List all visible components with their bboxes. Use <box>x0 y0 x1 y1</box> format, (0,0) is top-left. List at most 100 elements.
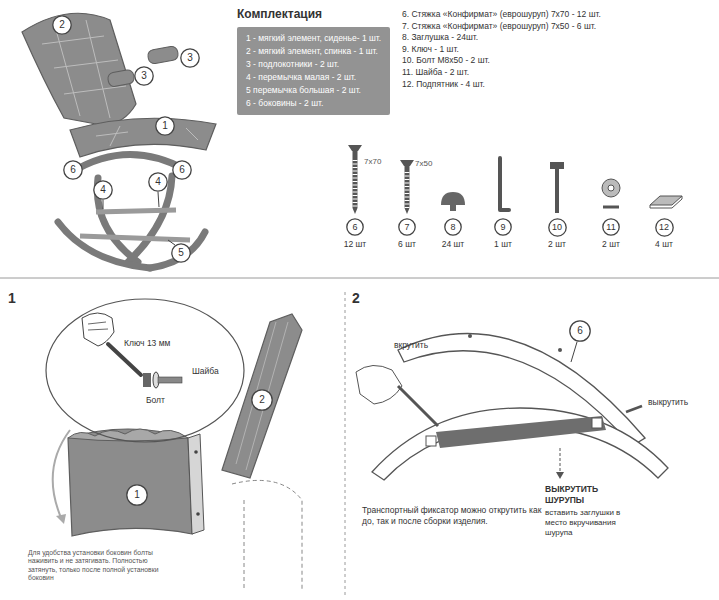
callout-outline <box>603 219 619 235</box>
callout-circle: 7 <box>398 218 416 236</box>
assembly-note: Для удобства установки боковин болты наж… <box>28 549 168 583</box>
callout-number: 4 <box>100 185 106 195</box>
callout-outline <box>399 219 415 235</box>
step2-illustration <box>356 334 668 480</box>
hardware-icons-part <box>353 151 358 208</box>
callout-circle: 4 <box>148 172 168 192</box>
callout-number: 6 <box>179 165 185 175</box>
step2-illustration-part <box>372 408 668 480</box>
callout-outline <box>53 16 71 34</box>
callout-outline <box>570 321 590 341</box>
hardware-icons-part <box>405 166 410 208</box>
step-number: 2 <box>352 290 360 308</box>
callout-outline <box>445 219 461 235</box>
step1-illustration-part <box>68 429 192 536</box>
hardware-icons-part <box>353 160 358 208</box>
hardware-icons-part <box>405 172 410 208</box>
callout-number: 1 <box>162 121 168 131</box>
chair-illustration-part <box>72 154 186 172</box>
step1-illustration <box>53 313 302 590</box>
quantity-label: 24 шт <box>433 239 473 250</box>
part-caption: Шайба <box>192 366 219 376</box>
callout-circle: 1 <box>155 116 175 136</box>
hardware-icons-part <box>405 208 410 214</box>
hardware-list-item: 7. Стяжка «Конфирмат» (еврошуруп) 7x50 -… <box>402 21 596 32</box>
callout-number: 9 <box>500 223 505 232</box>
chair-illustration-part <box>58 222 150 268</box>
parts-list-item: 5 перемычка большая - 2 шт. <box>246 84 381 97</box>
chair-illustration-part <box>147 46 179 65</box>
quantity-label: 2 шт <box>537 239 577 250</box>
hardware-list-item: 9. Ключ - 1 шт. <box>402 44 459 55</box>
parts-list-item: 3 - подлокотники - 2 шт. <box>246 58 381 71</box>
callout-outline <box>495 219 511 235</box>
callout-outline <box>149 173 167 191</box>
callout-circle: 6 <box>569 320 591 342</box>
chair-illustration-part <box>22 13 136 124</box>
callout-circle: 1 <box>126 484 148 506</box>
callout-outline <box>156 117 174 135</box>
step2-illustration-part <box>592 418 602 428</box>
step1-illustration-part <box>232 480 302 590</box>
instruction-text: вставить заглушки в место вкручивания шу… <box>545 508 631 538</box>
quantity-label: 4 шт <box>644 239 684 250</box>
callout-circle: 3 <box>134 66 154 86</box>
hardware-icons-part <box>500 158 509 210</box>
step2-illustration-part <box>571 342 577 362</box>
quantity-label: 2 шт <box>591 239 631 250</box>
instruction-text: вкрутить <box>394 340 428 351</box>
chair-illustration-part <box>168 240 175 245</box>
callout-number: 11 <box>606 223 615 232</box>
callout-outline <box>252 390 272 410</box>
part-caption: Болт <box>146 395 165 405</box>
instruction-text: выкрутить <box>648 397 688 408</box>
callout-outline <box>655 218 672 235</box>
callout-circle: 8 <box>444 218 462 236</box>
chair-illustration-part <box>107 69 135 87</box>
chair-illustration-part <box>103 200 104 209</box>
step1-illustration-part <box>88 322 108 330</box>
step2-illustration-part <box>560 448 561 473</box>
part-caption: Ключ 13 мм <box>124 338 170 348</box>
callout-outline <box>347 219 363 235</box>
step1-illustration-part <box>108 344 141 375</box>
callout-outline <box>64 161 82 179</box>
callout-circle: 9 <box>494 218 512 236</box>
hardware-icons-part <box>348 145 362 151</box>
step1-illustration-part <box>158 377 182 383</box>
chair-illustration <box>22 13 216 268</box>
bubble-outline <box>46 299 244 442</box>
callout-outline <box>548 218 565 235</box>
chair-illustration-part <box>42 20 126 118</box>
step1-illustration-part <box>194 450 198 454</box>
callout-number: 5 <box>178 248 184 258</box>
instruction-note: Транспортный фиксатор можно открутить ка… <box>362 505 542 526</box>
step1-illustration-part <box>53 430 70 520</box>
step1-illustration-part <box>82 313 114 346</box>
callout-number: 6 <box>352 223 357 232</box>
callout-circle: 6 <box>172 160 192 180</box>
step1-illustration-part <box>143 373 151 387</box>
quantity-label: 1 шт <box>483 239 523 250</box>
callout-number: 2 <box>59 20 65 30</box>
hardware-icons-part <box>555 169 559 213</box>
hardware-icons-part <box>353 208 358 214</box>
chair-illustration-part <box>97 178 138 262</box>
callout-number: 3 <box>141 71 147 81</box>
step2-illustration-part <box>558 348 562 352</box>
callout-circle: 6 <box>346 218 364 236</box>
hardware-icons-part <box>450 205 456 211</box>
magnifier-bubble: Ключ 13 мм ШайбаБолт <box>45 298 245 443</box>
size-label: 7x70 <box>364 157 381 167</box>
callout-circle: 5 <box>171 243 191 263</box>
callout-circle: 12 <box>655 218 674 237</box>
section-title: Комплектация <box>237 7 322 22</box>
callout-number: 6 <box>70 165 76 175</box>
parts-list-item: 6 - боковины - 2 шт. <box>246 97 381 110</box>
parts-list-box: 1 - мягкий элемент, сиденье- 1 шт.2 - мя… <box>237 27 390 115</box>
step2-illustration-part <box>556 472 564 479</box>
callout-outline <box>135 67 153 85</box>
step1-illustration-part <box>236 322 288 470</box>
hardware-list-item: 10. Болт М8x50 - 2 шт. <box>402 55 490 66</box>
